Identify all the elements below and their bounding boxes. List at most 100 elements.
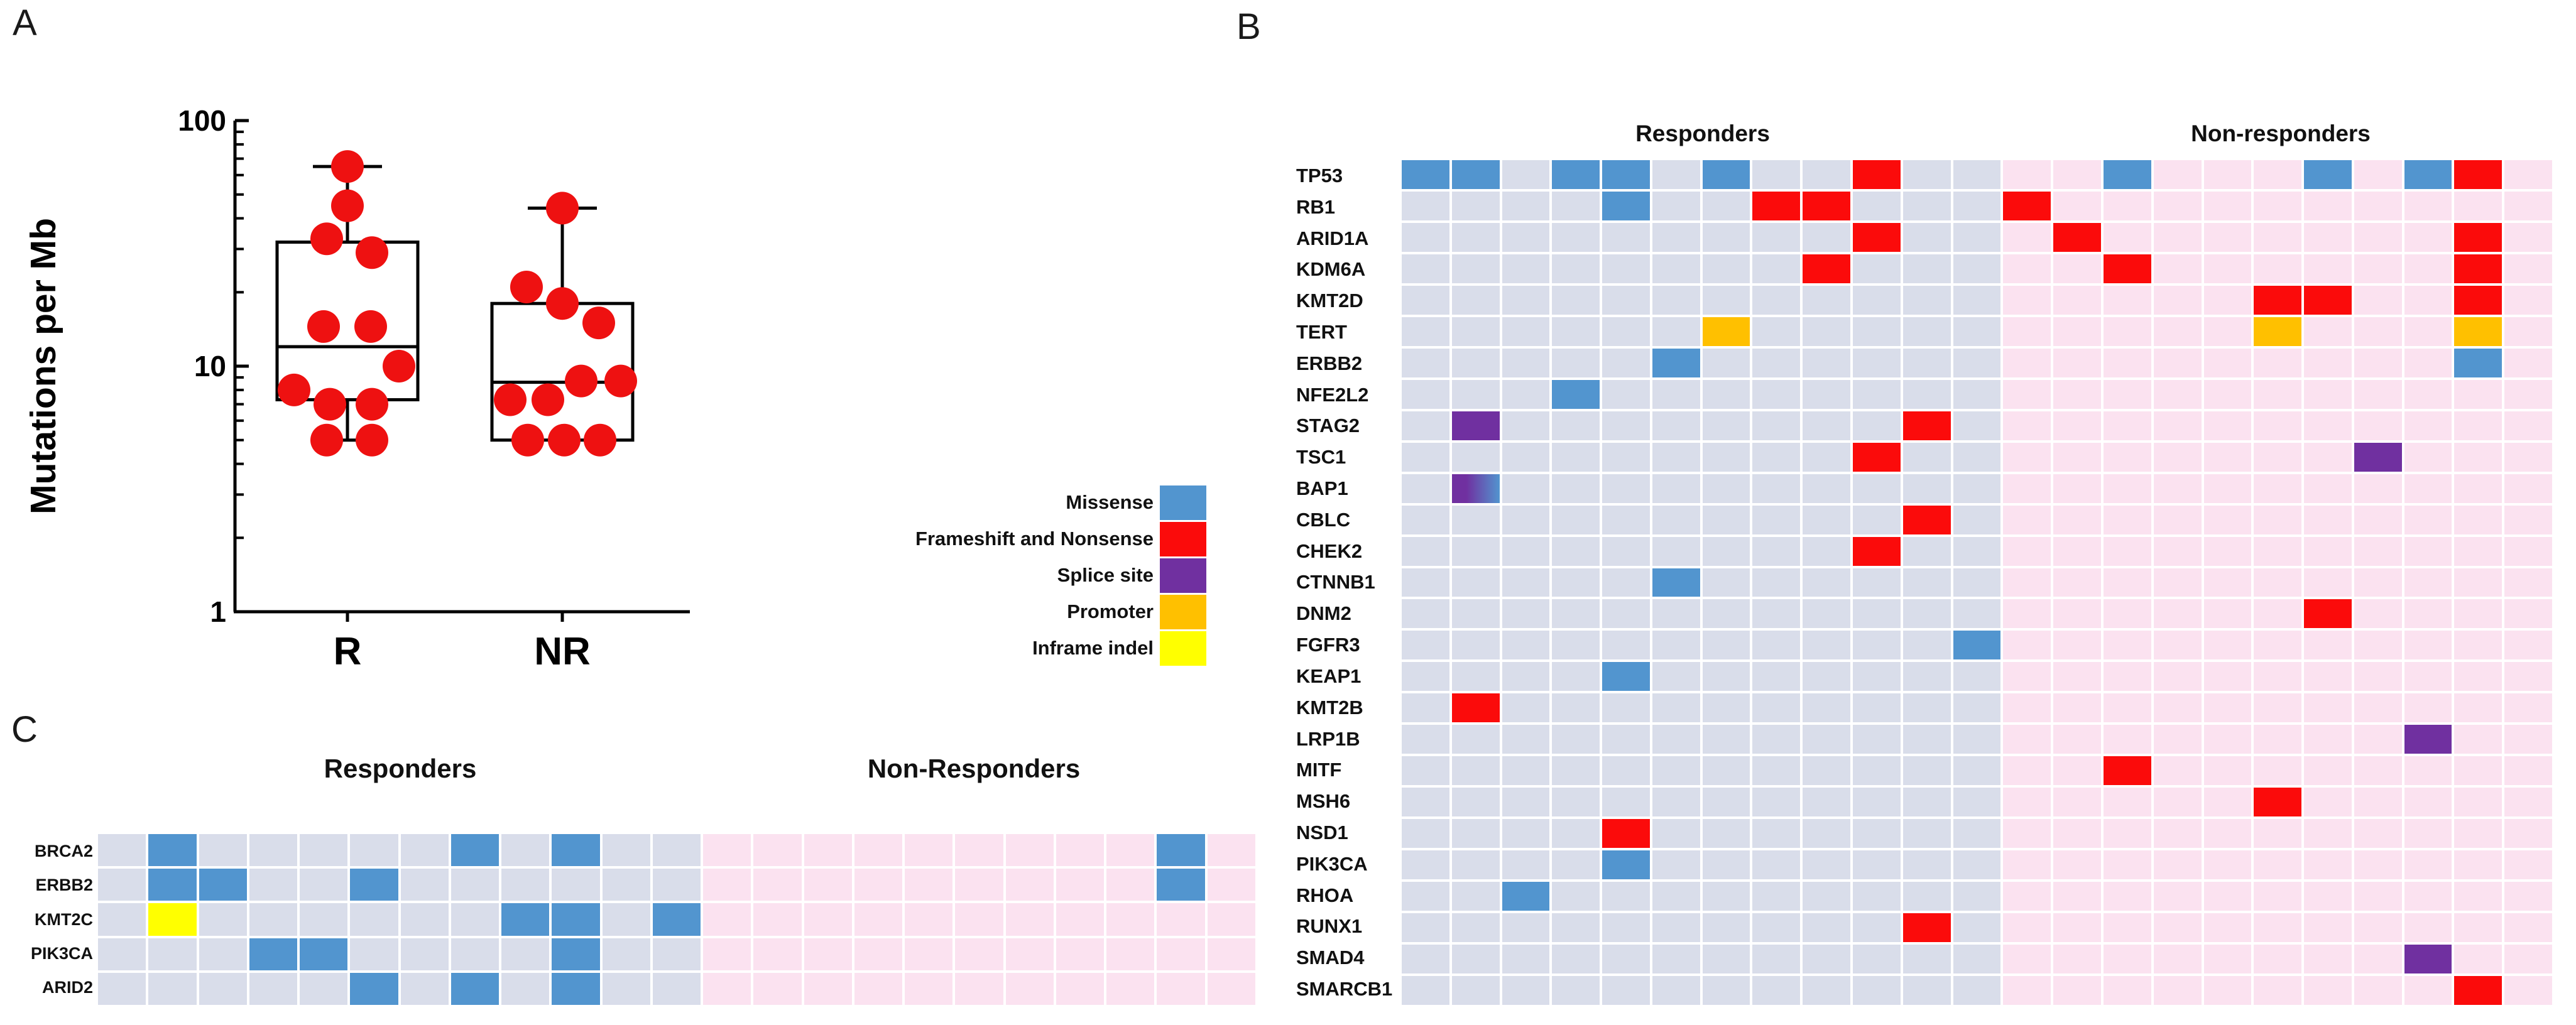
oncoprint-cell <box>1502 505 1550 534</box>
oncoprint-cell <box>1902 882 1951 911</box>
oncoprint-cell <box>2354 599 2402 629</box>
oncoprint-cell <box>1953 756 2001 786</box>
oncoprint-cell <box>1106 869 1155 901</box>
oncoprint-cell <box>1602 191 1650 220</box>
oncoprint-cell <box>1402 442 1449 472</box>
gene-label: CTNNB1 <box>1296 571 1375 594</box>
oncoprint-cell <box>2203 882 2252 911</box>
oncoprint-cell <box>1502 254 1550 283</box>
oncoprint-cell <box>703 903 751 936</box>
oncoprint-cell <box>2153 631 2202 660</box>
oncoprint-cell <box>2254 599 2302 629</box>
oncoprint-cell <box>2053 568 2101 597</box>
oncoprint-cell <box>2203 254 2252 283</box>
oncoprint-cell <box>1552 442 1600 472</box>
oncoprint-cell <box>1451 913 1500 943</box>
oncoprint-cell <box>1451 850 1500 880</box>
oncoprint-cell <box>2103 693 2151 723</box>
oncoprint-cell <box>1502 631 1550 660</box>
oncoprint-cell <box>2404 913 2452 943</box>
oncoprint-cell <box>703 972 751 1005</box>
oncoprint-cell <box>2153 191 2202 220</box>
oncoprint-cell <box>1803 599 1851 629</box>
oncoprint-cell <box>1803 317 1851 346</box>
oncoprint-cell <box>2053 882 2101 911</box>
oncoprint-cell <box>2153 945 2202 974</box>
oncoprint-cell <box>2254 160 2302 189</box>
oncoprint-cell <box>1552 379 1600 409</box>
panel-a-label: A <box>13 3 37 43</box>
oncoprint-cell <box>1853 568 1901 597</box>
legend-color-swatch <box>1160 521 1206 556</box>
oncoprint-cell <box>2053 254 2101 283</box>
y-tick-label: 10 <box>194 350 226 382</box>
oncoprint-cell <box>2404 505 2452 534</box>
oncoprint-cell <box>249 903 298 936</box>
oncoprint-cell <box>854 938 903 970</box>
oncoprint-cell <box>1207 903 1255 936</box>
oncoprint-cell <box>2404 819 2452 849</box>
oncoprint-cell <box>1502 725 1550 754</box>
oncoprint-cell <box>552 972 600 1005</box>
oncoprint-cell <box>753 869 802 901</box>
oncoprint-cell <box>1402 662 1449 691</box>
oncoprint-cell <box>2304 411 2352 440</box>
oncoprint-cell <box>1552 568 1600 597</box>
oncoprint-cell <box>1502 379 1550 409</box>
oncoprint-cell <box>2203 222 2252 252</box>
oncoprint-cell <box>552 903 600 936</box>
oncoprint-cell <box>1056 903 1105 936</box>
oncoprint-cell <box>2304 913 2352 943</box>
oncoprint-cell <box>1702 474 1750 503</box>
oncoprint-cell <box>2103 599 2151 629</box>
oncoprint-cell <box>1502 882 1550 911</box>
oncoprint-cell <box>501 869 550 901</box>
oncoprint-cell <box>1652 254 1700 283</box>
oncoprint-cell <box>1502 945 1550 974</box>
oncoprint-cell <box>2354 536 2402 566</box>
oncoprint-cell <box>2304 348 2352 377</box>
oncoprint-cell <box>1953 411 2001 440</box>
oncoprint-cell <box>2404 850 2452 880</box>
oncoprint-cell <box>1953 631 2001 660</box>
oncoprint-cell <box>905 869 953 901</box>
oncoprint-cell <box>2454 882 2502 911</box>
scatter-point <box>331 189 364 222</box>
oncoprint-cell <box>1106 972 1155 1005</box>
oncoprint-cell <box>804 972 852 1005</box>
oncoprint-cell <box>1502 599 1550 629</box>
oncoprint-cell <box>1803 631 1851 660</box>
gene-label: DNM2 <box>1296 602 1351 625</box>
oncoprint-cell <box>2504 191 2552 220</box>
oncoprint-cell <box>1652 505 1700 534</box>
oncoprint-cell <box>2454 317 2502 346</box>
oncoprint-cell <box>1652 788 1700 817</box>
scatter-point <box>356 236 388 269</box>
legend-item: Promoter <box>723 594 1206 630</box>
oncoprint-cell <box>1451 442 1500 472</box>
oncoprint-cell <box>1953 788 2001 817</box>
oncoprint-cell <box>1752 474 1801 503</box>
oncoprint-cell <box>2304 191 2352 220</box>
oncoprint-cell <box>2153 850 2202 880</box>
oncoprint-cell <box>2504 254 2552 283</box>
oncoprint-cell <box>2504 160 2552 189</box>
scatter-point <box>356 388 388 421</box>
scatter-point <box>354 310 387 343</box>
oncoprint-cell <box>1552 788 1600 817</box>
oncoprint-cell <box>854 903 903 936</box>
oncoprint-cell <box>1853 285 1901 315</box>
legend-item: Splice site <box>723 557 1206 594</box>
oncoprint-cell <box>1402 474 1449 503</box>
oncoprint-cell <box>2103 505 2151 534</box>
oncoprint-cell <box>1803 536 1851 566</box>
oncoprint-cell <box>1552 317 1600 346</box>
oncoprint-cell <box>1056 834 1105 867</box>
oncoprint-cell <box>2254 254 2302 283</box>
oncoprint-cell <box>1652 945 1700 974</box>
oncoprint-cell <box>501 834 550 867</box>
oncoprint-cell <box>1402 536 1449 566</box>
oncoprint-cell <box>2504 285 2552 315</box>
oncoprint-cell <box>2404 442 2452 472</box>
